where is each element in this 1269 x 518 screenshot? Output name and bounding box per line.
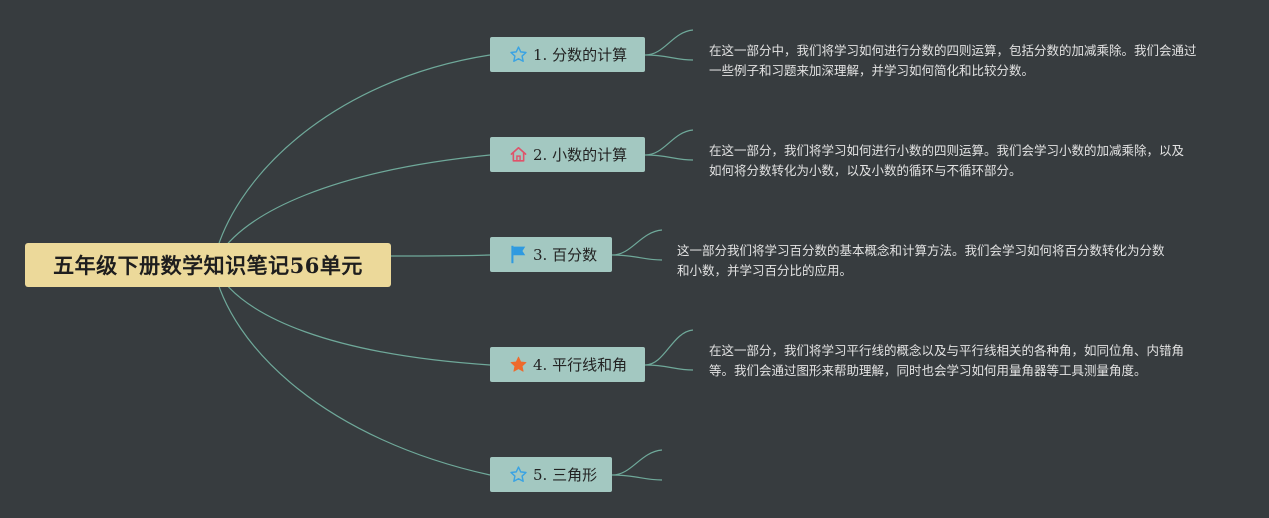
connector-root-topic-3: [390, 254, 491, 257]
topic-3-label: 3. 百分数: [533, 246, 598, 264]
topic-2-label: 2. 小数的计算: [533, 146, 628, 164]
topic-5[interactable]: 5. 三角形: [490, 457, 612, 492]
connector-root-topic-1: [212, 54, 491, 266]
flag-icon: [508, 244, 529, 265]
topic-3[interactable]: 3. 百分数: [490, 237, 612, 272]
star-outline-icon: [508, 44, 529, 65]
topic-4[interactable]: 4. 平行线和角: [490, 347, 645, 382]
note-topic-4: 在这一部分，我们将学习平行线的概念以及与平行线相关的各种角，如同位角、内错角等。…: [709, 343, 1185, 378]
connector-topic-5-note: [611, 449, 663, 481]
topic-2[interactable]: 2. 小数的计算: [490, 137, 645, 172]
star-outline-icon: [508, 464, 529, 485]
connector-topic-4-note: [644, 329, 694, 371]
connector-topic-2-note: [644, 129, 694, 161]
note-topic-3: 这一部分我们将学习百分数的基本概念和计算方法。我们会学习如何将百分数转化为分数和…: [677, 243, 1165, 278]
star-filled-icon: [508, 354, 529, 375]
root-topic[interactable]: 五年级下册数学知识笔记56单元: [25, 243, 391, 287]
topic-5-label: 5. 三角形: [533, 466, 598, 484]
topic-4-label: 4. 平行线和角: [533, 356, 628, 374]
topic-1[interactable]: 1. 分数的计算: [490, 37, 645, 72]
root-topic-label: 五年级下册数学知识笔记56单元: [53, 253, 363, 278]
note-topic-2: 在这一部分，我们将学习如何进行小数的四则运算。我们会学习小数的加减乘除，以及如何…: [709, 143, 1185, 178]
home-icon: [508, 144, 529, 165]
connector-topic-3-note: [611, 229, 663, 261]
connector-topic-1-note: [644, 29, 694, 61]
connector-root-topic-5: [212, 264, 491, 476]
note-topic-1: 在这一部分中，我们将学习如何进行分数的四则运算，包括分数的加减乘除。我们会通过一…: [709, 43, 1197, 78]
topic-1-label: 1. 分数的计算: [533, 46, 628, 64]
